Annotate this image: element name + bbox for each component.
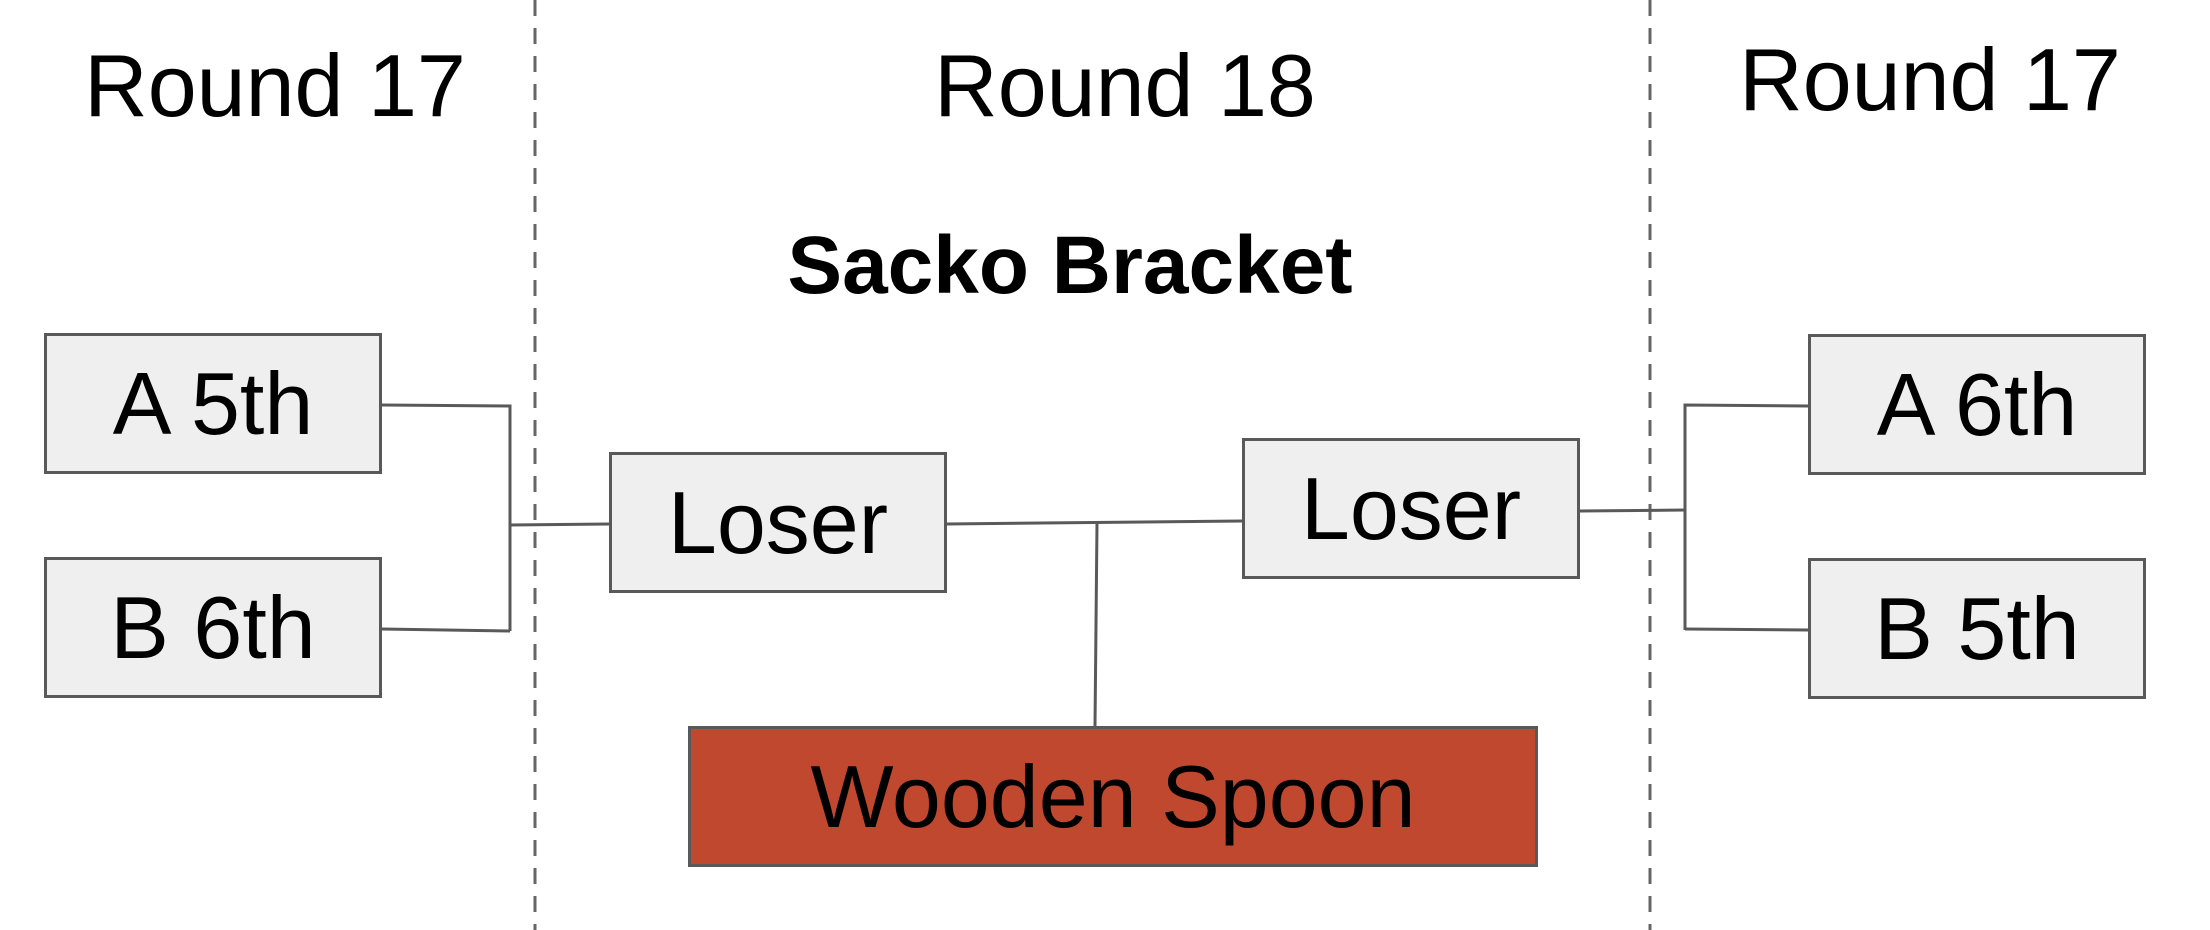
round-title-left: Round 17 bbox=[84, 36, 466, 135]
loser-box-right: Loser bbox=[1242, 438, 1580, 579]
connector-losers bbox=[946, 519, 1243, 526]
team-label: B 5th bbox=[1874, 578, 2080, 678]
team-label: A 5th bbox=[112, 353, 314, 453]
loser-label: Loser bbox=[667, 472, 889, 572]
connector-left-to-loser bbox=[509, 522, 610, 527]
team-box-b5: B 5th bbox=[1808, 558, 2146, 699]
connector-a6 bbox=[1683, 403, 1809, 630]
round-title-right: Round 17 bbox=[1739, 30, 2121, 129]
team-box-a5: A 5th bbox=[44, 333, 382, 474]
bracket-title: Sacko Bracket bbox=[787, 220, 1353, 311]
loser-box-left: Loser bbox=[609, 452, 947, 593]
team-label: A 6th bbox=[1876, 354, 2078, 454]
team-label: B 6th bbox=[110, 577, 316, 677]
connector-a5 bbox=[381, 403, 512, 631]
connector-b6 bbox=[381, 627, 511, 633]
wooden-spoon-box: Wooden Spoon bbox=[688, 726, 1538, 867]
connector-b5 bbox=[1684, 627, 1809, 632]
connector-to-spoon bbox=[1093, 522, 1099, 727]
round-title-center: Round 18 bbox=[934, 36, 1316, 135]
team-box-b6: B 6th bbox=[44, 557, 382, 698]
loser-label: Loser bbox=[1300, 458, 1522, 558]
final-label: Wooden Spoon bbox=[810, 746, 1416, 846]
team-box-a6: A 6th bbox=[1808, 334, 2146, 475]
connector-right-to-loser bbox=[1579, 508, 1686, 513]
